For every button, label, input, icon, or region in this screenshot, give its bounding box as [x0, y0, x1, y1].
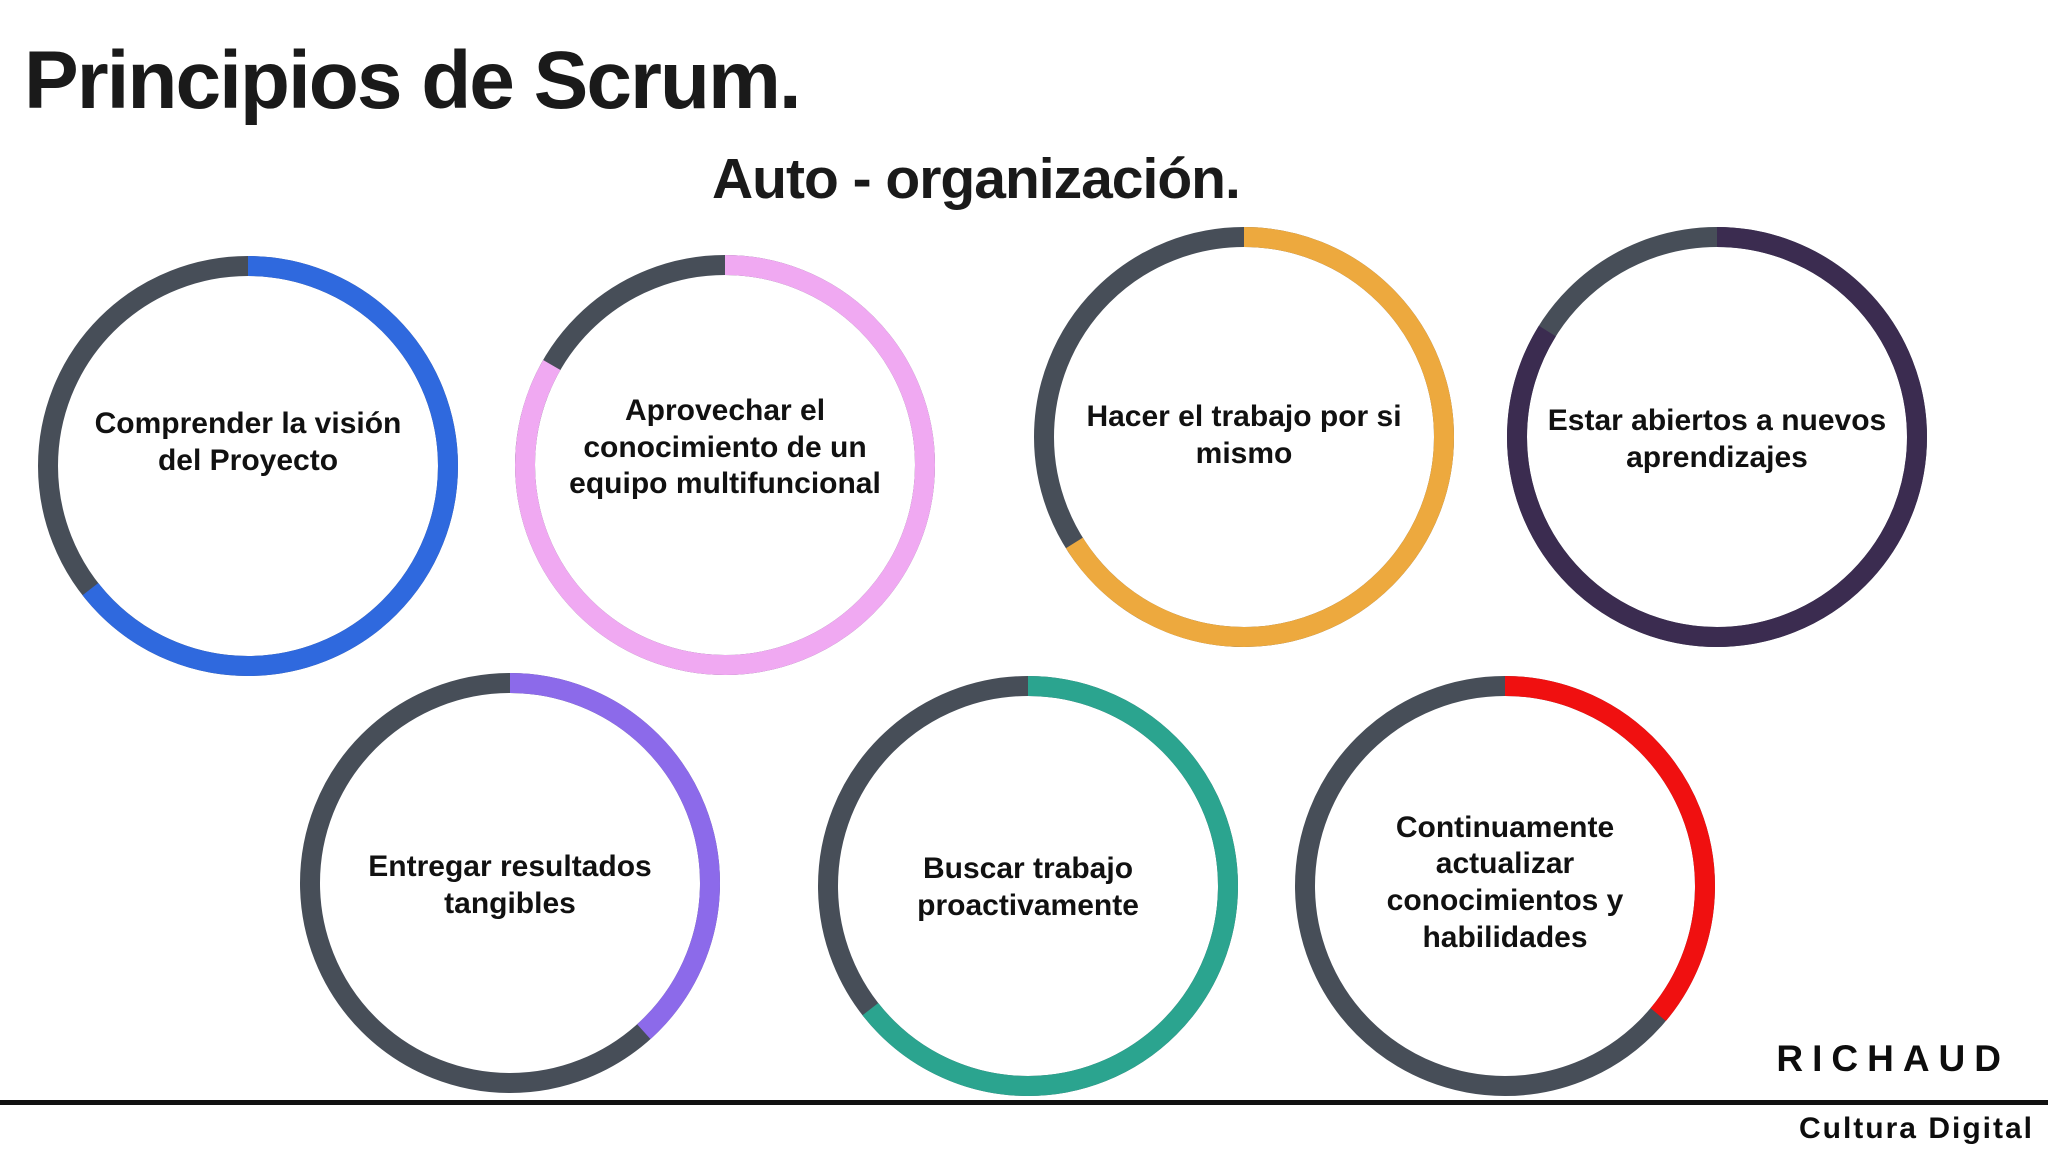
principle-ring-nuevos-aprendizajes: Estar abiertos a nuevos aprendizajes [1497, 217, 1937, 657]
principle-ring-resultados-tangibles: Entregar resultados tangibles [290, 663, 730, 1103]
principle-label: Buscar trabajo proactivamente [917, 852, 1139, 922]
ring-accent-arc [1034, 227, 1454, 647]
principle-label: Entregar resultados tangibles [368, 850, 652, 920]
progress-ring-icon [300, 673, 720, 1093]
principle-label: Comprender la visión del Proyecto [94, 407, 402, 477]
ring-accent-arc [1507, 227, 1927, 647]
principle-ring-trabajo-por-si-mismo: Hacer el trabajo por si mismo [1024, 217, 1464, 657]
ring-accent-arc [1295, 676, 1715, 1096]
progress-ring-icon [1295, 676, 1715, 1096]
progress-ring-icon [1034, 227, 1454, 647]
progress-ring-icon [818, 676, 1238, 1096]
principle-ring-actualizar-conocimientos: Continuamente actualizar conocimientos y… [1285, 666, 1725, 1106]
principle-label: Continuamente actualizar conocimientos y… [1386, 810, 1624, 954]
ring-accent-arc [515, 255, 935, 675]
principle-ring-trabajo-proactivo: Buscar trabajo proactivamente [808, 666, 1248, 1106]
footer-divider [0, 1100, 2048, 1105]
brand-logo-richaud: RICHAUD [1776, 1038, 2010, 1079]
brand-tagline: Cultura Digital [1798, 1112, 2034, 1145]
ring-accent-arc [300, 673, 720, 1093]
principle-label: Hacer el trabajo por si mismo [1086, 400, 1402, 470]
page-title: Principios de Scrum. [24, 35, 802, 126]
principle-ring-equipo-multifuncional: Aprovechar el conocimiento de un equipo … [505, 245, 945, 685]
ring-accent-arc [38, 256, 458, 676]
progress-ring-icon [515, 255, 935, 675]
progress-ring-icon [38, 256, 458, 676]
principle-label: Aprovechar el conocimiento de un equipo … [569, 394, 881, 501]
ring-accent-arc [818, 676, 1238, 1096]
page-subtitle: Auto - organización. [712, 147, 1241, 211]
principle-label: Estar abiertos a nuevos aprendizajes [1547, 404, 1887, 474]
progress-ring-icon [1507, 227, 1927, 647]
principle-ring-comprender-vision: Comprender la visión del Proyecto [28, 246, 468, 686]
